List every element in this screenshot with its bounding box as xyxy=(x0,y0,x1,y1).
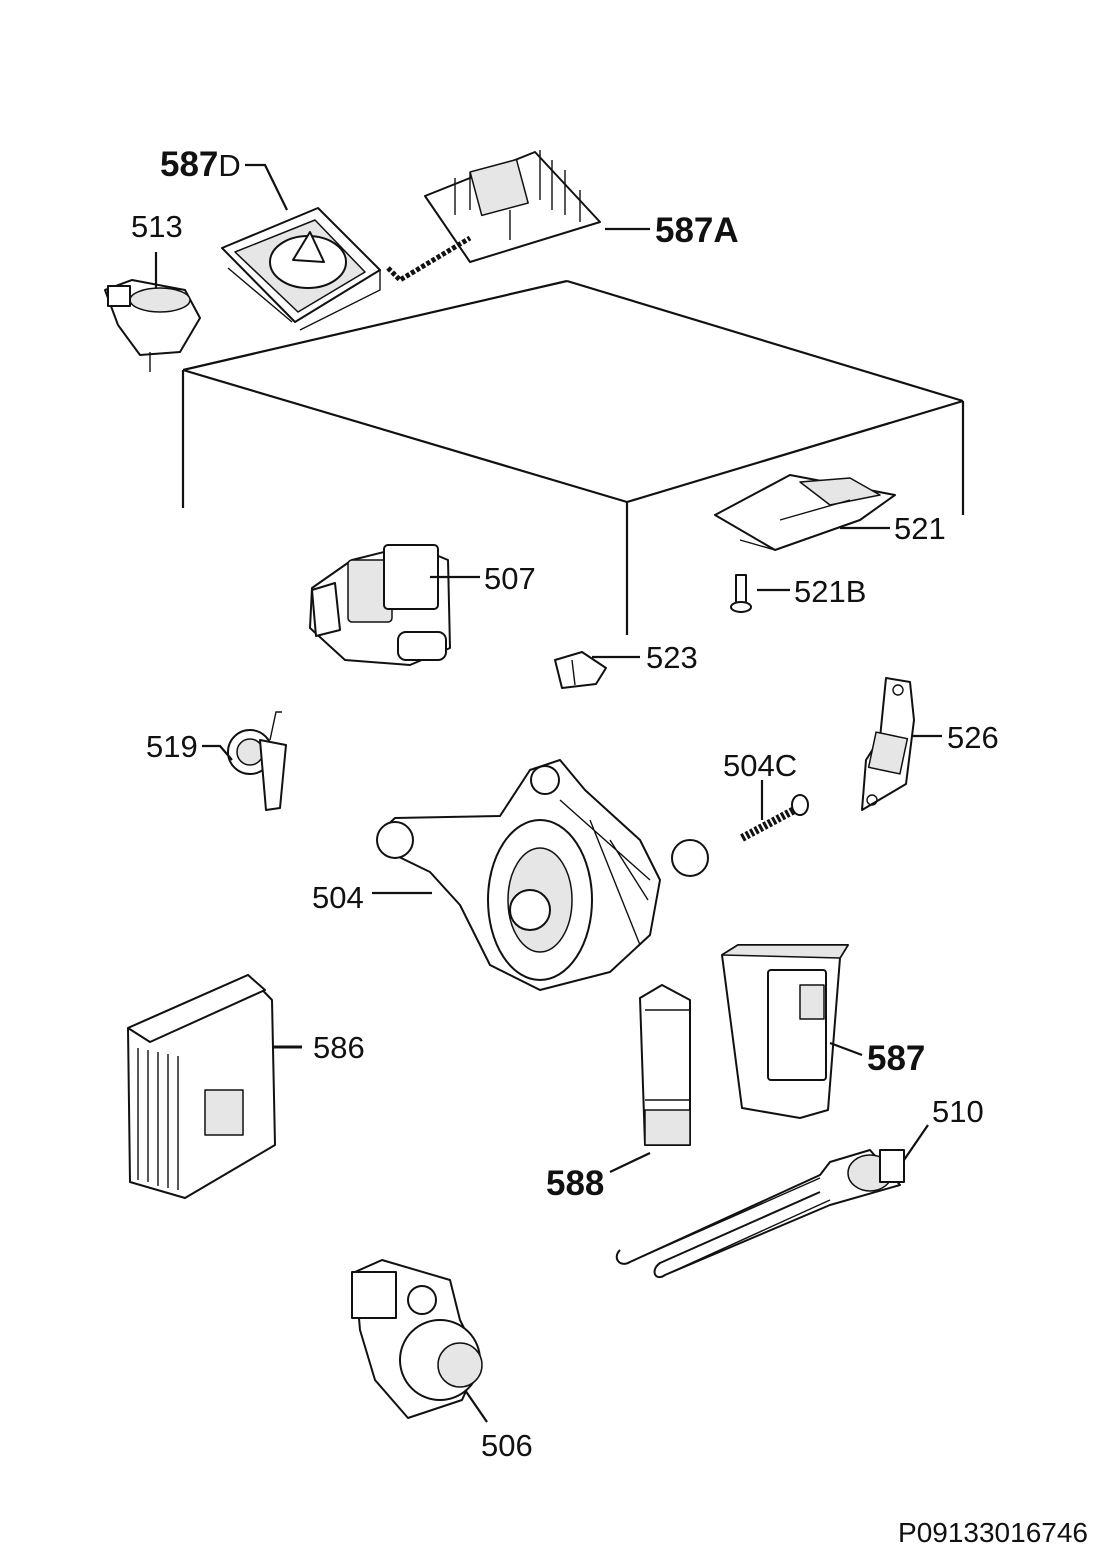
control-board-part xyxy=(386,150,601,284)
callout-587d-suffix: D xyxy=(218,148,240,183)
callout-587: 587 xyxy=(867,1039,925,1078)
callout-519: 519 xyxy=(146,729,198,764)
callout-587a: 587A xyxy=(655,211,739,250)
callout-506: 506 xyxy=(481,1428,533,1463)
door-lock-part xyxy=(861,677,915,811)
callout-510: 510 xyxy=(932,1094,984,1129)
motor-control-module-part xyxy=(127,974,276,1199)
callout-504c: 504C xyxy=(723,748,797,783)
callout-521: 521 xyxy=(894,511,946,546)
callout-513: 513 xyxy=(131,209,183,244)
callout-587d-number: 587 xyxy=(160,145,218,184)
callout-526: 526 xyxy=(947,720,999,755)
filter-588-part xyxy=(639,984,691,1146)
screw-521b-part xyxy=(730,574,752,613)
inlet-valve-part xyxy=(309,544,451,666)
clip-523-part xyxy=(554,651,607,689)
callout-523: 523 xyxy=(646,640,698,675)
motor-bolt-part xyxy=(740,794,809,842)
motor-part xyxy=(376,759,709,991)
temperature-sensor-part xyxy=(227,711,287,811)
drawing-number: P09133016746 xyxy=(898,1517,1088,1548)
drain-pump-part xyxy=(351,1259,483,1419)
callout-586: 586 xyxy=(313,1030,365,1065)
electronic-module-part xyxy=(721,944,849,1119)
callout-521b: 521B xyxy=(794,574,866,609)
heating-element-part xyxy=(615,1149,905,1279)
suppressor-bracket-part xyxy=(714,474,896,551)
pressure-switch-part xyxy=(104,279,201,372)
leader-lines xyxy=(154,163,942,1423)
program-selector-housing-part xyxy=(221,207,381,331)
callout-507: 507 xyxy=(484,561,536,596)
callout-587d: 587D xyxy=(160,145,241,184)
cabinet-outline xyxy=(181,279,965,635)
callout-588: 588 xyxy=(546,1164,604,1203)
callout-504: 504 xyxy=(312,880,364,915)
